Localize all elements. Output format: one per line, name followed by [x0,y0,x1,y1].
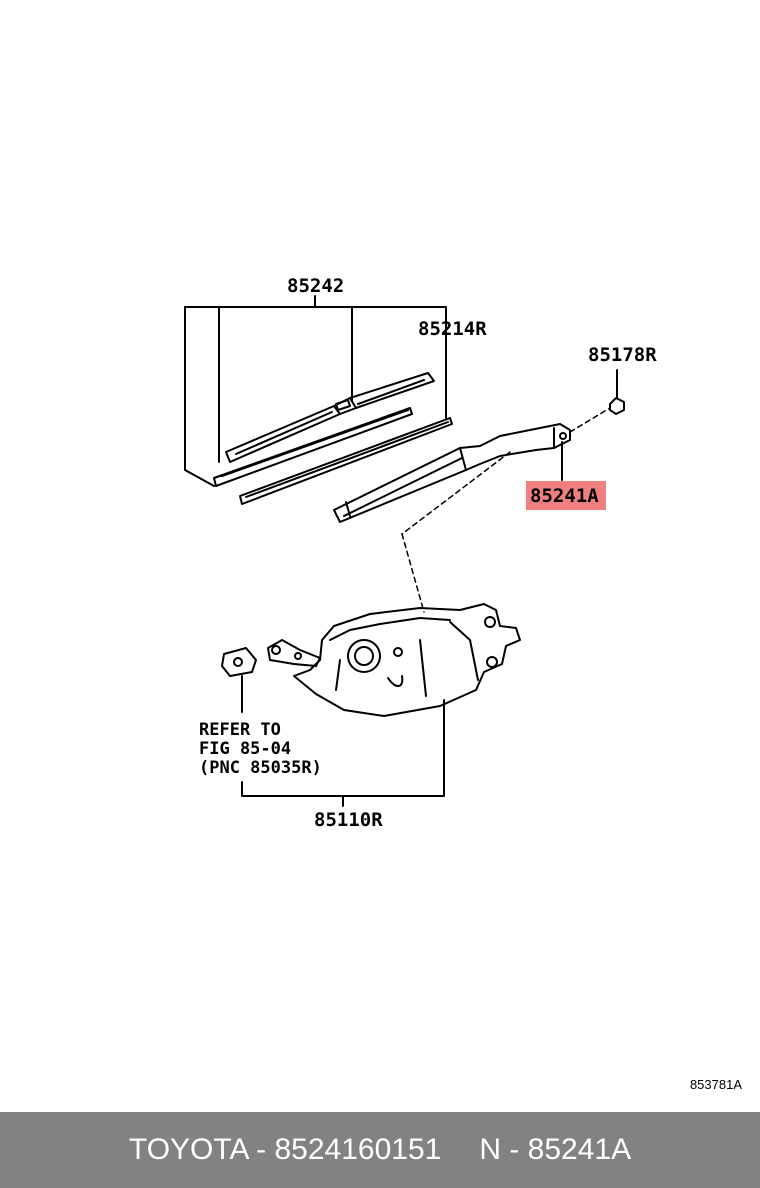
wiper-motor [267,603,521,717]
alignment-lines [401,407,611,613]
label-85241a[interactable]: 85241A [530,485,599,507]
footer-bar: TOYOTA - 8524160151 N - 85241A [0,1112,760,1188]
nut [609,369,625,415]
label-85242[interactable]: 85242 [287,275,344,297]
diagram-code: 853781A [690,1077,742,1092]
pnc-code: N - 85241A [479,1133,632,1166]
motor-bracket [241,699,445,807]
label-85178r[interactable]: 85178R [588,344,657,366]
highlight-box [526,481,606,510]
refer-text-line3: (PNC 85035R) [199,758,322,778]
motor-mount-bracket [221,647,257,713]
blade-rubber [239,417,453,505]
label-85110r[interactable]: 85110R [314,809,383,831]
refer-text-line1: REFER TO [199,720,281,740]
wiper-blade [213,372,435,487]
label-85214r[interactable]: 85214R [418,318,487,340]
part-number: TOYOTA - 8524160151 [128,1133,442,1166]
blade-assy-bracket [184,295,447,487]
wiper-arm [333,423,571,523]
refer-text-line2: FIG 85-04 [199,739,291,759]
parts-diagram: 85242 85214R 85178R 85241A 85110R REFER … [184,275,742,1092]
